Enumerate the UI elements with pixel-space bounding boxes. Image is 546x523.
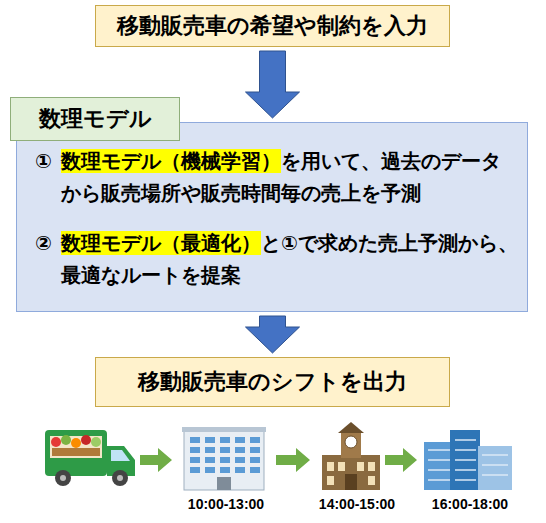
list-item: ②数理モデル（最適化）と①で求めた売上予測から、 最適なルートを提案: [35, 227, 527, 291]
input-box: 移動販売車の希望や制約を入力: [95, 5, 450, 47]
output-box: 移動販売車のシフトを出力: [95, 357, 450, 407]
model-box: ①数理モデル（機械学習）を用いて、過去のデータ から販売場所や販売時間毎の売上を…: [16, 122, 528, 312]
highlighted-term: 数理モデル（機械学習）: [61, 149, 281, 173]
office-icon: [424, 430, 512, 490]
list-text: 数理モデル（機械学習）を用いて、過去のデータ から販売場所や販売時間毎の売上を予…: [61, 145, 527, 209]
time-label: 14:00-15:00: [297, 496, 417, 512]
truck-icon: [45, 430, 135, 486]
block-arrow: [246, 316, 300, 353]
box-title: 移動販売車のシフトを出力: [138, 367, 407, 397]
box-title: 移動販売車の希望や制約を入力: [117, 11, 428, 41]
block-arrow: [246, 51, 300, 118]
model-heading-tab: 数理モデル: [10, 97, 180, 141]
flow-arrow: [276, 448, 310, 472]
university-icon: [322, 422, 380, 490]
highlighted-term: 数理モデル（最適化）: [61, 231, 261, 255]
list-number: ②: [35, 227, 61, 291]
list-text: 数理モデル（最適化）と①で求めた売上予測から、 最適なルートを提案: [61, 227, 527, 291]
time-label: 10:00-13:00: [166, 496, 286, 512]
box-title: 数理モデル: [39, 104, 152, 134]
time-label: 16:00-18:00: [410, 496, 530, 512]
flow-arrow: [140, 448, 172, 472]
list-item: ①数理モデル（機械学習）を用いて、過去のデータ から販売場所や販売時間毎の売上を…: [35, 145, 527, 209]
list-number: ①: [35, 145, 61, 209]
apartment-icon: [182, 427, 266, 490]
flow-arrow: [385, 448, 417, 472]
